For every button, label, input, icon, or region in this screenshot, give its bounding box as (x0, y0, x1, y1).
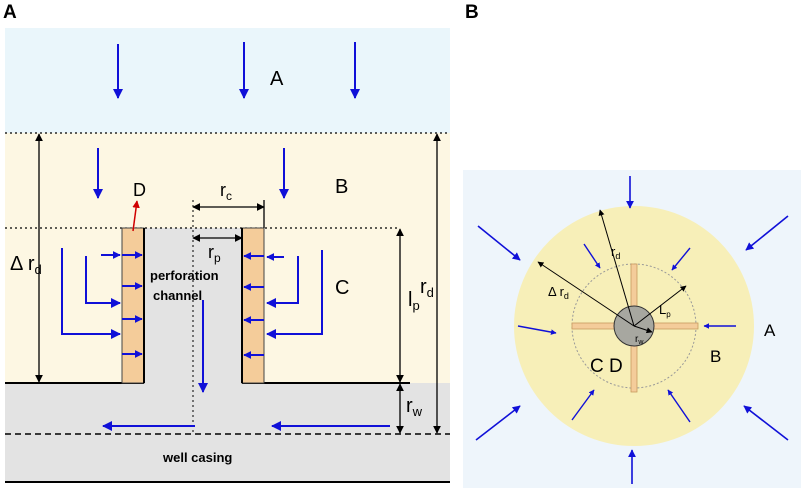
flow-arrow (745, 215, 789, 251)
perforation-wall-right (241, 227, 265, 384)
flow-arrow (61, 248, 121, 339)
zone-a-arrows (113, 42, 360, 99)
well-casing-background (5, 383, 450, 483)
lp-label: lp (408, 289, 420, 313)
panel-a-letter: A (3, 2, 17, 23)
perforation-tunnel-down (630, 339, 638, 393)
zone-b-arrows (93, 148, 289, 199)
flow-arrow (743, 405, 789, 441)
rp-label: rp (208, 242, 221, 265)
lp-radius-line (633, 285, 687, 327)
d-highlight-arrow (132, 200, 140, 232)
region-b-label: B (335, 176, 348, 198)
zone-c-left-arrows (61, 248, 143, 358)
flow-arrow (517, 325, 557, 335)
perforation-tunnels (571, 263, 699, 393)
flow-arrow (571, 389, 595, 421)
panel-b-letter: B (465, 2, 479, 23)
panel-a: A (3, 2, 450, 483)
panel-b: B (463, 2, 801, 488)
rw-label: rw (406, 395, 423, 419)
rc-label: rc (220, 180, 232, 203)
flow-arrow (85, 256, 121, 308)
perforation-channel-label-2: channel (153, 288, 202, 303)
delta-rd-radius-line (537, 261, 635, 327)
flow-arrow (266, 256, 299, 308)
b-region-b-label: B (710, 347, 721, 366)
flow-arrow (475, 405, 521, 441)
b-rw-label: rw (635, 334, 644, 346)
rw-radius-line (633, 325, 653, 334)
zone-a-background (5, 28, 450, 133)
perforation-channel-label-1: perforation (150, 268, 219, 283)
zone-c-right-arrows (243, 250, 323, 359)
flow-arrow (583, 243, 601, 269)
inner-inflow-arrows (517, 243, 736, 423)
outer-inflow-arrows (475, 176, 789, 484)
b-rd-label: rd (611, 244, 620, 261)
flow-arrow (667, 389, 691, 423)
rd-label: rd (420, 276, 434, 300)
perforation-tunnel-right (647, 322, 699, 330)
flow-arrow (671, 247, 691, 271)
perforation-tunnel-left (571, 322, 621, 330)
region-d-label: D (133, 180, 146, 200)
region-a-label: A (270, 68, 284, 90)
b-region-a-label: A (764, 321, 776, 340)
flow-arrow (266, 250, 323, 339)
well-casing-label: well casing (162, 450, 232, 465)
region-c-label: C (335, 277, 349, 299)
b-region-cd-label: C D (590, 356, 623, 377)
perforation-tunnel-up (630, 263, 638, 313)
flow-arrow (477, 225, 521, 261)
b-lp-label: Lp (659, 302, 671, 319)
delta-rd-label: Δ rd (10, 253, 42, 277)
b-delta-rd-label: Δ rd (548, 284, 569, 301)
perforation-wall-left (121, 227, 145, 384)
rd-radius-line (598, 209, 635, 327)
